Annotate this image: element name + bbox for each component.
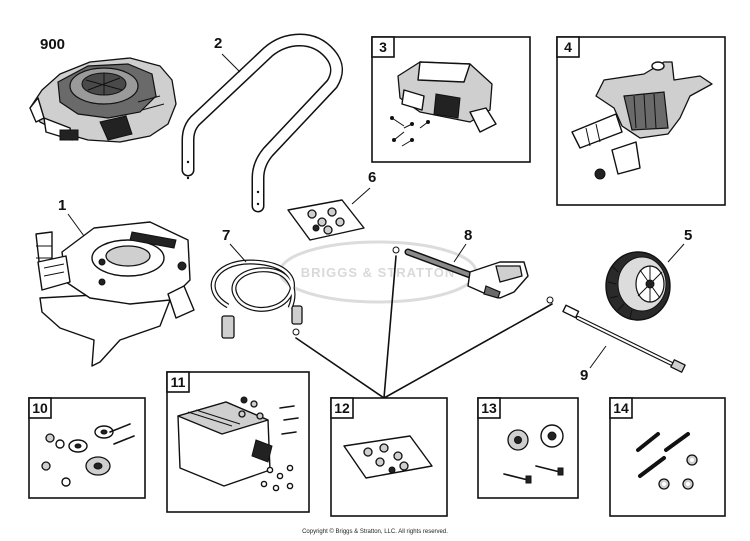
label-10: 10 <box>32 400 48 416</box>
handle-part[interactable] <box>181 33 343 213</box>
label-8: 8 <box>464 227 472 244</box>
hose-part[interactable] <box>210 259 303 339</box>
label-11: 11 <box>171 374 186 390</box>
copyright-text: Copyright © Briggs & Stratton, LLC. All … <box>302 529 448 535</box>
label-13: 13 <box>481 400 497 416</box>
label-9: 9 <box>580 367 588 384</box>
engine-part[interactable] <box>29 57 177 143</box>
leader-1 <box>67 213 85 237</box>
label-5: 5 <box>684 227 692 244</box>
kit-box-3[interactable]: 3 <box>371 36 531 163</box>
label-4: 4 <box>564 39 572 55</box>
label-3: 3 <box>379 39 387 55</box>
leader-5 <box>667 243 685 263</box>
label-12: 12 <box>334 400 350 416</box>
fastener-bag-part[interactable] <box>287 199 365 241</box>
kit-box-11[interactable]: 11 <box>166 371 310 513</box>
label-7: 7 <box>222 227 230 244</box>
kit-box-14[interactable]: 14 <box>609 397 726 517</box>
label-900: 900 <box>40 36 65 53</box>
leader-9 <box>589 345 607 369</box>
kit-box-13[interactable]: 13 <box>477 397 579 499</box>
leader-8 <box>453 243 467 263</box>
frame-part[interactable] <box>35 221 195 367</box>
kit-box-12[interactable]: 12 <box>330 397 448 517</box>
leader-6 <box>351 187 371 205</box>
pump-box-4[interactable]: 4 <box>556 36 726 206</box>
leader-7 <box>229 243 247 263</box>
wand-part[interactable] <box>546 296 686 373</box>
watermark: BRIGGS & STRATTON <box>278 240 478 304</box>
label-14: 14 <box>613 400 629 416</box>
kit-box-10[interactable]: 10 <box>28 397 146 499</box>
wheel-part[interactable] <box>605 251 671 321</box>
label-6: 6 <box>368 169 376 186</box>
watermark-text: BRIGGS & STRATTON <box>301 265 455 280</box>
spray-gun-part[interactable] <box>392 246 529 299</box>
label-1: 1 <box>58 197 66 214</box>
leader-2 <box>221 53 241 73</box>
screws-3 <box>390 116 430 147</box>
label-2: 2 <box>214 35 222 52</box>
